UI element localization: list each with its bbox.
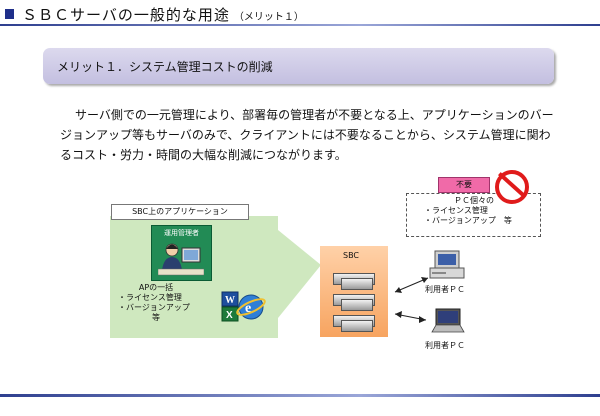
ap-management-text: APの一括 ・ライセンス管理 ・バージョンアップ 等 [112, 283, 200, 323]
user-pc-label: 利用者ＰＣ [425, 285, 465, 294]
server-icon [341, 320, 373, 332]
user-pc-label: 利用者ＰＣ [425, 341, 465, 350]
footer-rule [0, 394, 600, 397]
application-panel-label: SBC上のアプリケーション [111, 204, 249, 220]
arrow-to-desktop [394, 277, 429, 293]
title-marker [5, 9, 14, 19]
unnecessary-badge: 不要 [438, 177, 490, 193]
arrow-head [421, 277, 428, 283]
admin-person-icon [158, 243, 204, 276]
ie-icon: e [236, 294, 266, 320]
arrow-head [419, 316, 426, 323]
svg-text:W: W [225, 295, 235, 306]
pc-individual-text: ＰＣ個々の ・ライセンス管理 ・バージョンアップ 等 [414, 196, 534, 226]
laptop-pc-icon [431, 308, 465, 333]
pc-individual-line: ・バージョンアップ 等 [424, 216, 512, 225]
description-line: るコスト・労力・時間の大幅な削減につながります。 [60, 148, 347, 162]
section-banner-text: メリット１．システム管理コストの削減 [57, 60, 273, 74]
server-icon [341, 299, 373, 311]
excel-icon: X [221, 306, 239, 322]
svg-text:X: X [226, 310, 233, 321]
ap-line: APの一括 [138, 283, 174, 292]
svg-text:e: e [245, 301, 251, 316]
arrow-head [395, 287, 402, 293]
section-banner [43, 48, 554, 84]
word-icon: W [221, 291, 239, 307]
desktop-pc-icon [429, 250, 465, 279]
description-paragraph: サーバ側での一元管理により、部署毎の管理者が不要となる上、アプリケーションのバー… [60, 105, 560, 165]
page-title-text: ＳＢＣサーバの一般的な用途 [22, 6, 230, 24]
ap-line: 等 [152, 313, 160, 322]
pc-individual-line: ＰＣ個々の [454, 196, 494, 205]
admin-label: 運用管理者 [164, 229, 199, 237]
page-title: ＳＢＣサーバの一般的な用途（メリット１） [22, 4, 304, 25]
app-icons: W X e [221, 291, 266, 322]
pc-individual-line: ・ライセンス管理 [424, 206, 488, 215]
server-icon [341, 278, 373, 290]
header-rule [0, 24, 600, 26]
callout-wedge [278, 230, 321, 318]
ap-line: ・ライセンス管理 [118, 293, 182, 302]
description-line: ジョンアップ等もサーバのみで、クライアントには不要なることから、システム管理に関… [60, 128, 551, 142]
sbc-label: SBC [343, 251, 360, 260]
description-line: サーバ側での一元管理により、部署毎の管理者が不要となる上、アプリケーションのバー [75, 108, 554, 122]
page-subtitle: （メリット１） [233, 12, 304, 23]
ap-line: ・バージョンアップ [118, 303, 190, 312]
arrow-head [395, 311, 402, 318]
